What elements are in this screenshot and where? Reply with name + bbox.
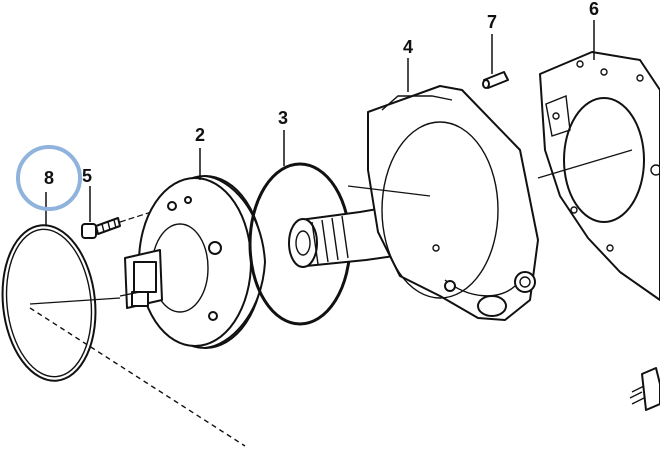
part-7-dowel-pin[interactable] — [482, 71, 509, 89]
callout-label-3[interactable]: 3 — [278, 108, 288, 128]
axis-line-8 — [29, 297, 121, 305]
sensor-fragment — [629, 367, 660, 411]
callout-label-8[interactable]: 8 — [44, 168, 54, 188]
callout-label-2[interactable]: 2 — [195, 125, 205, 145]
callout-label-4[interactable]: 4 — [403, 37, 413, 57]
part-6-mounting-plate[interactable] — [539, 51, 660, 301]
part-4-adapter-housing[interactable] — [367, 85, 539, 321]
callout-label-7[interactable]: 7 — [487, 12, 497, 32]
dashed-centerline — [29, 307, 246, 447]
part-5-bolt[interactable] — [81, 217, 121, 239]
axis-line-4 — [347, 185, 431, 197]
axis-line-6 — [537, 149, 633, 179]
axis-line-2 — [119, 291, 141, 297]
callout-label-5[interactable]: 5 — [82, 166, 92, 186]
highlight-circle-8 — [16, 145, 82, 211]
part-8-o-ring[interactable] — [0, 221, 103, 386]
part-2-pump-housing[interactable] — [124, 175, 266, 349]
callout-label-6[interactable]: 6 — [589, 0, 599, 19]
